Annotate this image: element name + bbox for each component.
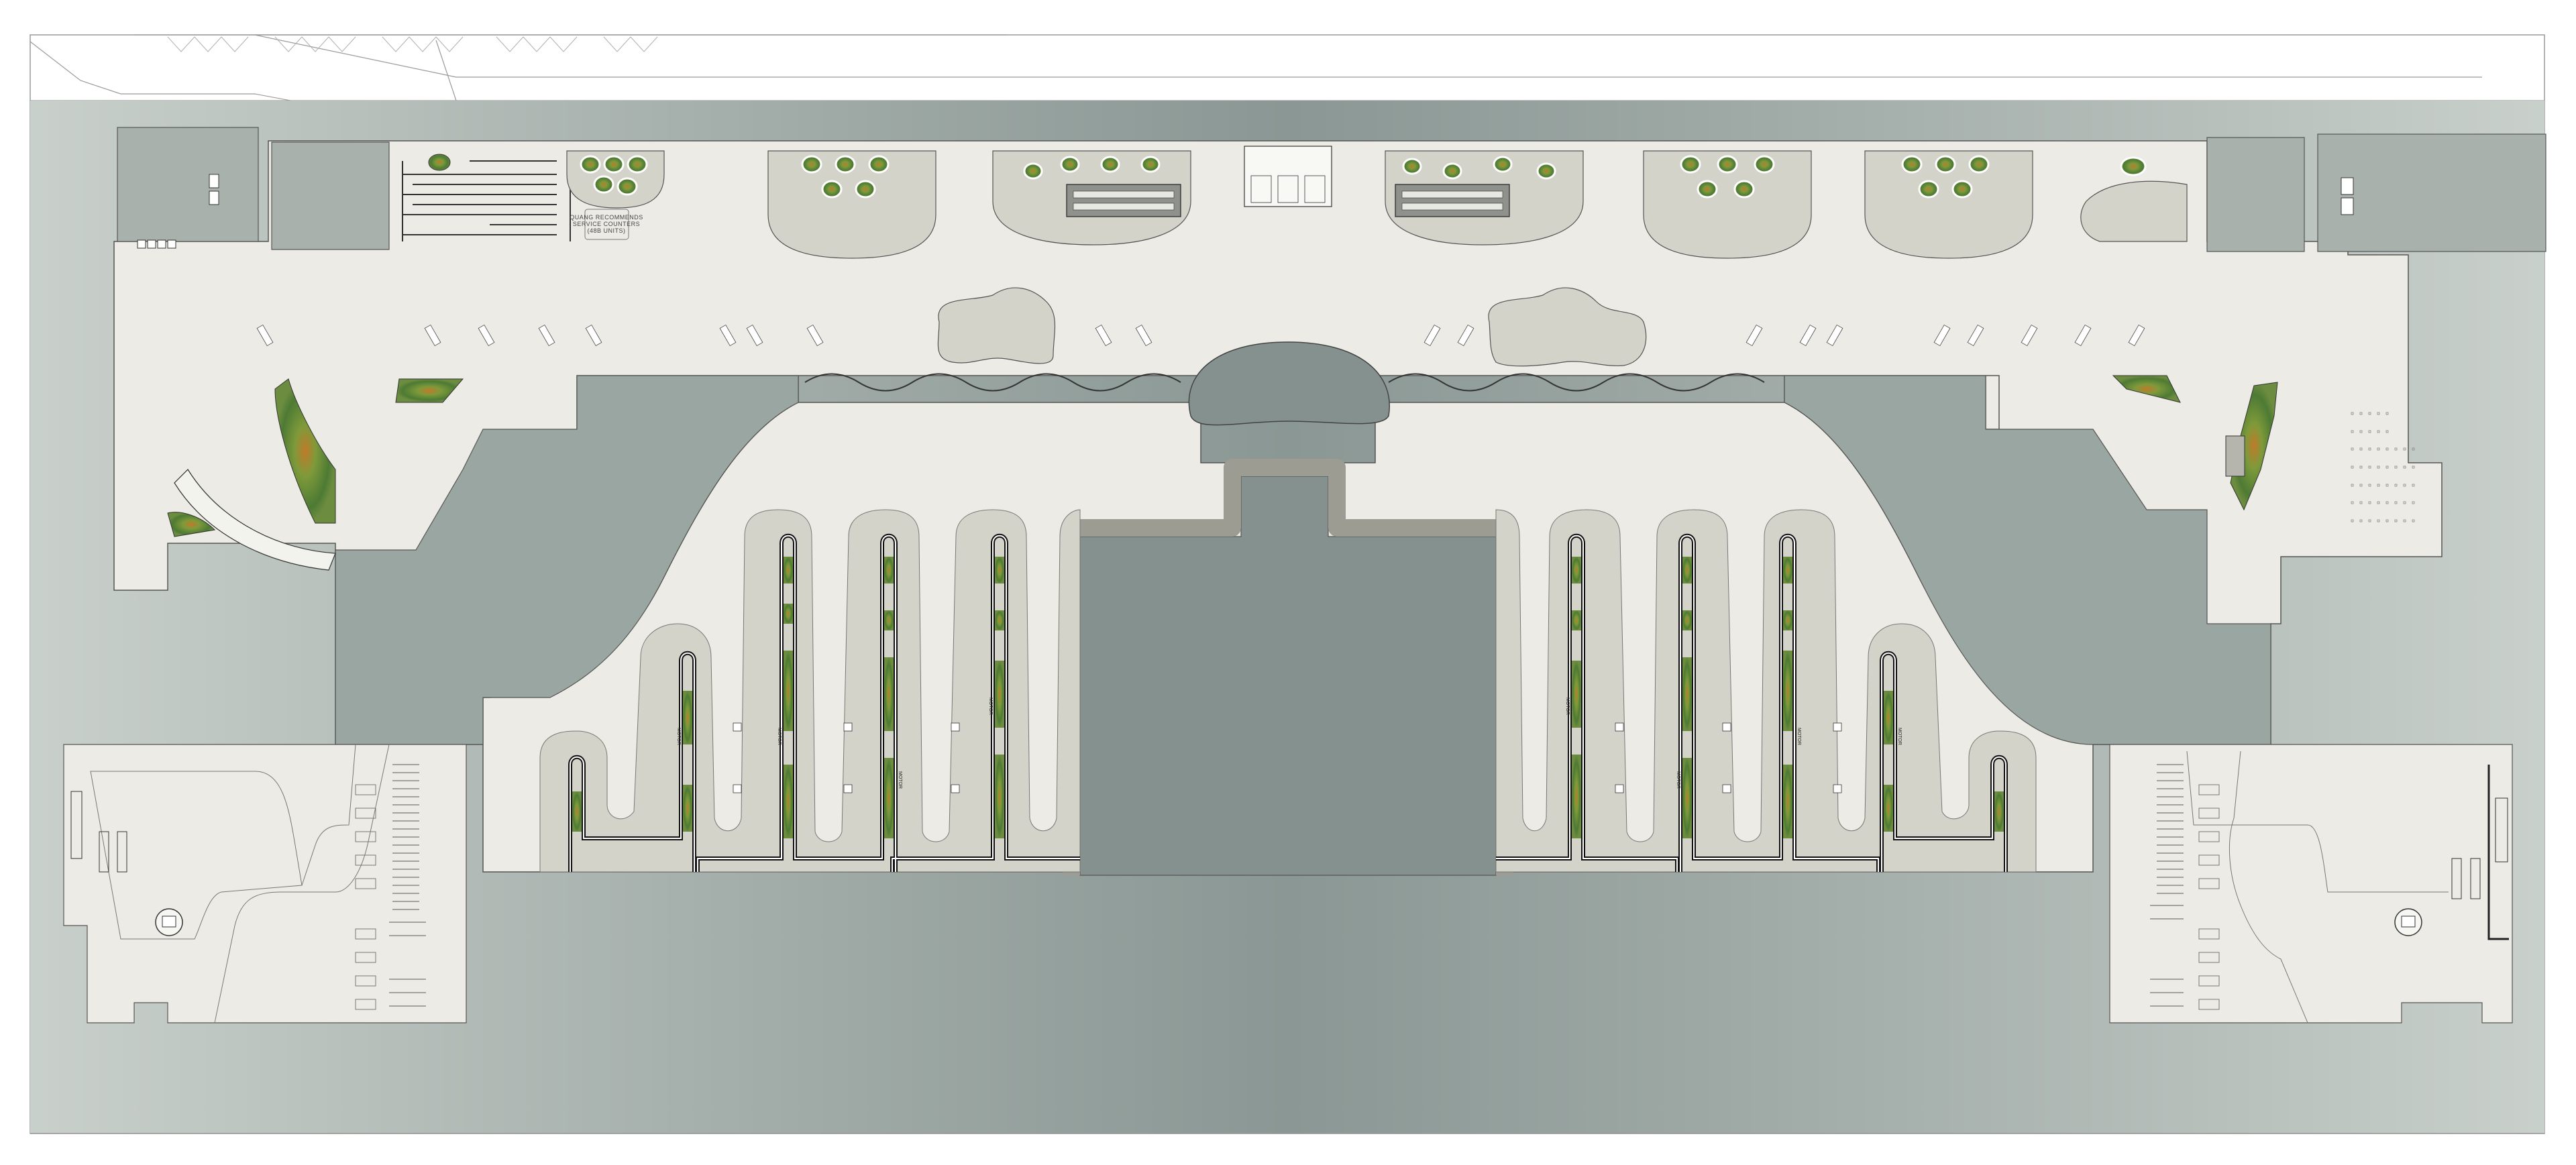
seating-pods <box>733 722 1842 793</box>
elevators-left <box>137 174 219 249</box>
elevators-right <box>2341 177 2354 215</box>
svg-text:(48B UNITS): (48B UNITS) <box>587 227 625 234</box>
carousel-zones-right <box>1495 509 2037 873</box>
service-counters-note: QUANG RECOMMENDS SERVICE COUNTERS (48B U… <box>570 209 643 240</box>
svg-text:MOTOR: MOTOR <box>1897 728 1902 745</box>
svg-text:MOTOR: MOTOR <box>988 698 993 715</box>
queue-stanchions-left <box>402 160 571 241</box>
planters <box>428 154 2147 199</box>
back-of-house <box>117 127 2546 252</box>
concourse-benches <box>256 324 2145 347</box>
queue-grid-right <box>2351 412 2415 522</box>
svg-text:MOTOR: MOTOR <box>676 728 681 745</box>
svg-text:SERVICE COUNTERS: SERVICE COUNTERS <box>573 221 640 227</box>
terrace-right <box>2112 375 2278 511</box>
angled-parking <box>167 36 658 52</box>
terrace-left <box>167 378 464 571</box>
svg-text:MOTOR: MOTOR <box>898 771 902 789</box>
arrivals-hall-right <box>2109 744 2513 1023</box>
escalators-north <box>1066 184 1510 217</box>
svg-text:MOTOR: MOTOR <box>777 728 782 745</box>
motor-labels: MOTOR MOTOR MOTOR MOTOR MOTOR MOTOR MOTO… <box>676 698 1902 789</box>
carousel-belts-inner <box>570 535 2006 872</box>
elevator-core <box>1244 146 1332 207</box>
balustrade-right <box>1388 373 1765 392</box>
svg-text:MOTOR: MOTOR <box>1796 728 1801 745</box>
svg-text:MOTOR: MOTOR <box>1676 771 1680 789</box>
central-void-surround <box>1063 459 1513 875</box>
arrivals-hall-left <box>63 744 467 1023</box>
carousel-planters <box>572 557 2004 838</box>
right-void <box>1784 375 2271 745</box>
balustrade-left <box>804 373 1181 392</box>
left-void <box>335 375 799 745</box>
retail-pods <box>566 150 2188 259</box>
svg-text:QUANG RECOMMENDS: QUANG RECOMMENDS <box>570 214 643 221</box>
lounge-islands <box>937 287 1647 367</box>
lightwell-void <box>1188 341 1390 426</box>
carousel-zones-left <box>539 509 1081 873</box>
svg-text:MOTOR: MOTOR <box>1565 698 1570 715</box>
